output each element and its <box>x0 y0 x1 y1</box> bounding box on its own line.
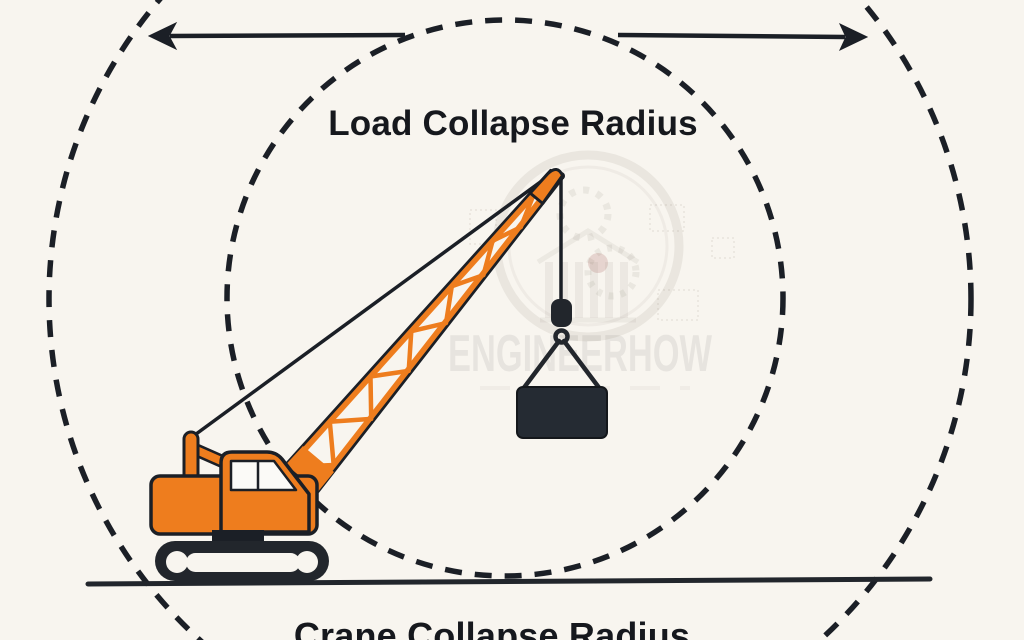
watermark-building-roof <box>536 228 640 265</box>
boom-foot <box>285 446 334 492</box>
hook-and-load <box>516 299 608 439</box>
right-arrowhead-icon <box>838 22 869 52</box>
watermark-text: ENGINEERHOW <box>448 325 713 383</box>
load-collapse-radius-label: Load Collapse Radius <box>328 104 698 143</box>
watermark-building-columns <box>545 262 628 318</box>
crane-collapse-radius-label: Crane Collapse Radius <box>293 615 691 640</box>
hook-ring <box>553 328 570 345</box>
watermark-gear2-icon <box>584 244 640 300</box>
boom-tip <box>528 168 564 205</box>
pendant-rope <box>190 170 556 439</box>
ground-line <box>85 576 933 587</box>
crane-collapse-radius-circle <box>46 0 974 640</box>
watermark-ring <box>492 150 684 342</box>
load-collapse-radius-circle <box>224 17 786 579</box>
boom-top-chord <box>286 171 556 469</box>
hook-block <box>551 299 572 327</box>
sling-right <box>561 338 603 392</box>
track-wheel-right <box>296 551 318 573</box>
track-slot <box>186 553 300 572</box>
sling-left <box>520 338 562 392</box>
boom-bottom-chord <box>312 175 561 491</box>
left-arrowhead-icon <box>147 21 178 51</box>
track-wheel-left <box>166 551 188 573</box>
load-block <box>516 386 608 439</box>
crawler-crane-illustration <box>149 168 565 581</box>
lattice-boom <box>284 168 564 493</box>
watermark-gear-hub <box>588 253 608 273</box>
watermark-dot-grids <box>469 204 735 321</box>
right-radius-arrow <box>617 22 869 52</box>
cab-window <box>229 459 298 492</box>
left-radius-arrow <box>147 21 406 51</box>
